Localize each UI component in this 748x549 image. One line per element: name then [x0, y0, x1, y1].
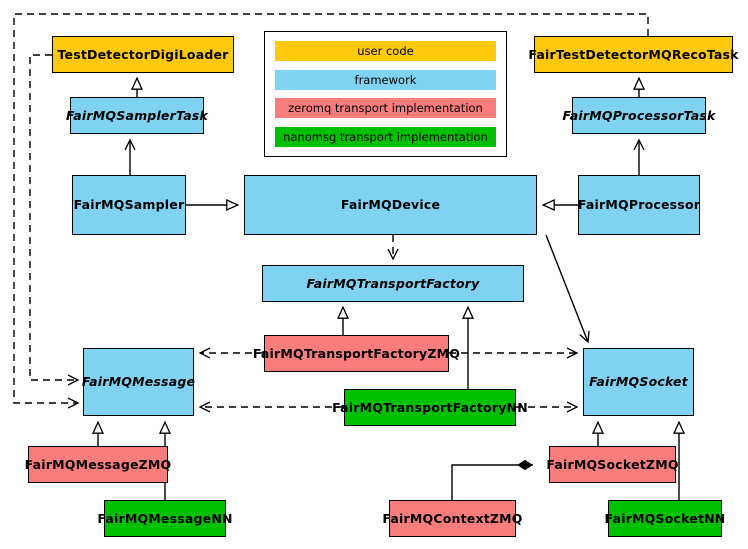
class-node-fairmqtransportfactory[interactable]: FairMQTransportFactory	[262, 265, 524, 302]
class-node-testdetectordigiloader[interactable]: TestDetectorDigiLoader	[52, 36, 234, 73]
class-node-label: FairMQMessageNN	[97, 510, 233, 526]
class-node-fairtestdetectormqrecotask[interactable]: FairTestDetectorMQRecoTask	[528, 36, 738, 73]
class-node-fairmqprocessortask[interactable]: FairMQProcessorTask	[562, 97, 715, 134]
class-node-label: FairMQProcessor	[577, 197, 701, 213]
class-node-fairmqtransportfactoryzmq[interactable]: FairMQTransportFactoryZMQ	[253, 335, 460, 372]
class-node-fairmqmessage[interactable]: FairMQMessage	[81, 348, 196, 416]
class-node-label: FairMQSocketNN	[604, 510, 726, 526]
class-node-label: FairMQSocket	[589, 374, 688, 390]
class-node-fairmqcontextzmq[interactable]: FairMQContextZMQ	[382, 500, 522, 537]
class-node-label: FairMQTransportFactoryNN	[332, 399, 528, 415]
class-node-fairmqmessagezmq[interactable]: FairMQMessageZMQ	[25, 446, 171, 483]
class-node-label: TestDetectorDigiLoader	[57, 46, 229, 62]
class-node-fairmqsocket[interactable]: FairMQSocket	[583, 348, 694, 416]
class-node-label: FairMQMessage	[81, 374, 196, 390]
class-node-label: FairMQMessageZMQ	[24, 456, 172, 472]
class-node-fairmqdevice[interactable]: FairMQDevice	[244, 175, 537, 235]
class-node-fairmqsocketnn[interactable]: FairMQSocketNN	[605, 500, 725, 537]
class-node-label: FairMQTransportFactoryZMQ	[252, 345, 461, 361]
class-node-fairmqtransportfactorynn[interactable]: FairMQTransportFactoryNN	[332, 389, 528, 426]
class-node-fairmqmessagenn[interactable]: FairMQMessageNN	[97, 500, 232, 537]
class-node-fairmqprocessor[interactable]: FairMQProcessor	[578, 175, 700, 235]
class-node-label: FairMQTransportFactory	[306, 275, 480, 291]
legend: user code framework zeromq transport imp…	[264, 31, 507, 157]
class-node-label: FairTestDetectorMQRecoTask	[528, 46, 739, 62]
class-node-label: FairMQContextZMQ	[382, 510, 523, 526]
class-node-fairmqsocketzmq[interactable]: FairMQSocketZMQ	[546, 446, 679, 483]
class-node-label: FairMQSocketZMQ	[546, 456, 679, 472]
edge-device-to-socket	[545, 234, 588, 342]
class-node-label: FairMQDevice	[340, 197, 441, 213]
edge-contextzmq-to-socketzmq	[451, 459, 533, 500]
class-node-label: FairMQSamplerTask	[65, 107, 209, 123]
legend-item-zeromq: zeromq transport implementation	[275, 98, 496, 119]
class-node-fairmqsampler[interactable]: FairMQSampler	[72, 175, 186, 235]
legend-item-framework: framework	[275, 69, 496, 90]
legend-item-user-code: user code	[275, 41, 496, 61]
class-node-label: FairMQSampler	[73, 197, 185, 213]
class-node-label: FairMQProcessorTask	[562, 107, 716, 123]
class-node-fairmqsamplertask[interactable]: FairMQSamplerTask	[66, 97, 208, 134]
legend-item-nanomsg: nanomsg transport implementation	[275, 126, 496, 147]
